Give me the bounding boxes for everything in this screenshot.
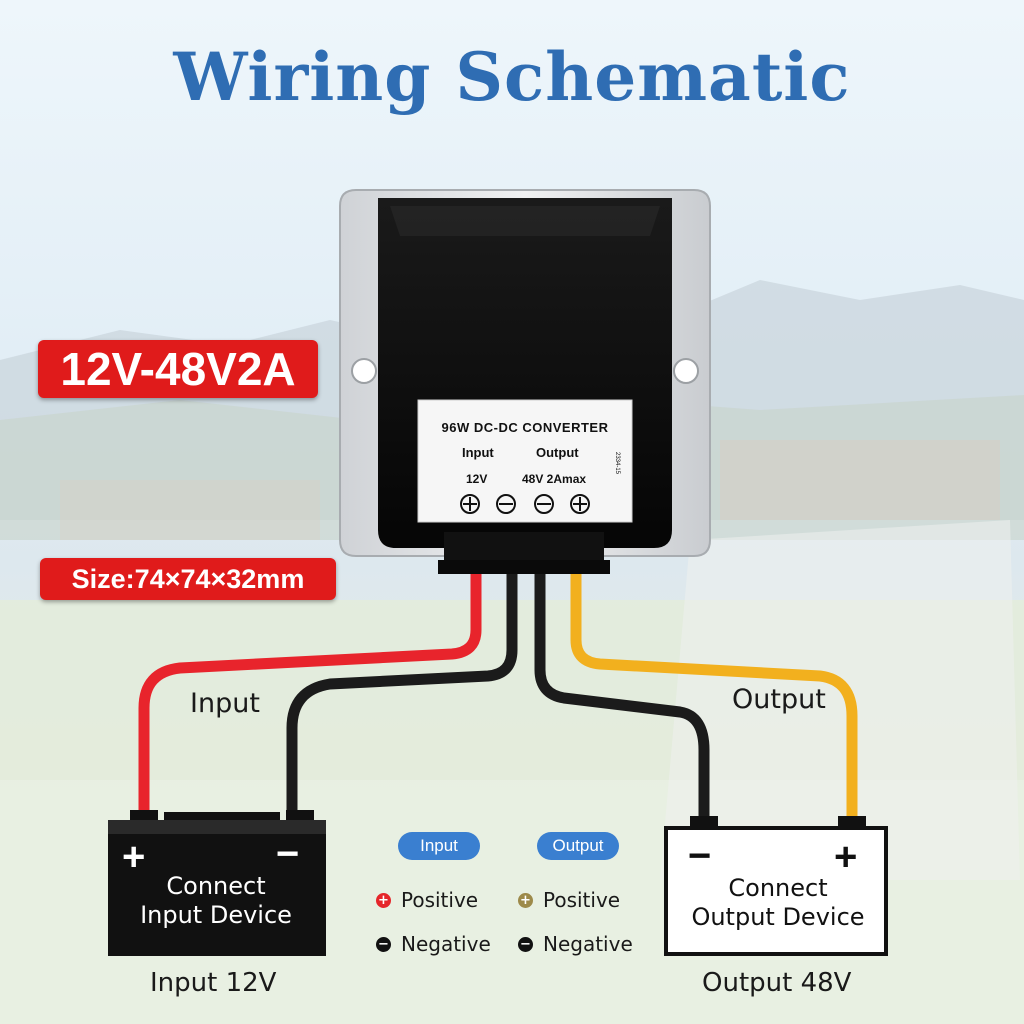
legend-input-positive-text: Positive xyxy=(401,888,479,912)
plus-circle-icon: + xyxy=(518,892,533,908)
wires xyxy=(138,566,858,828)
plus-circle-icon xyxy=(460,494,480,514)
output-caption: Output 48V xyxy=(702,968,852,998)
size-badge: Size:74×74×32mm xyxy=(40,558,336,600)
converter-input-label: Input xyxy=(462,445,494,460)
input-battery-shape xyxy=(108,810,326,956)
legend-output-negative-text: Negative xyxy=(543,932,633,956)
wire-output-positive xyxy=(570,566,858,828)
wire-input-negative xyxy=(286,566,518,821)
input-battery-label: Connect Input Device xyxy=(116,872,316,930)
output-battery-shape xyxy=(664,816,888,956)
input-battery-plus: + xyxy=(122,835,146,879)
legend-input-negative-text: Negative xyxy=(401,932,491,956)
legend-input-positive: + Positive xyxy=(376,888,478,912)
page-title: Wiring Schematic xyxy=(173,38,851,116)
converter-title: 96W DC-DC CONVERTER xyxy=(441,420,609,435)
input-battery-minus: − xyxy=(276,832,300,876)
minus-circle-icon: − xyxy=(518,936,533,952)
legend-input-negative: − Negative xyxy=(376,932,491,956)
plus-circle-icon: + xyxy=(376,892,391,908)
dc-converter xyxy=(339,189,711,574)
converter-input-voltage: 12V xyxy=(466,472,488,486)
spec-badge: 12V-48V2A xyxy=(38,340,318,398)
minus-circle-icon: − xyxy=(376,936,391,952)
input-battery-line2: Input Device xyxy=(140,901,292,929)
wire-label-output: Output xyxy=(732,684,826,715)
output-battery-line2: Output Device xyxy=(691,903,865,931)
wire-label-input: Input xyxy=(190,688,260,719)
minus-circle-icon xyxy=(496,494,516,514)
input-battery-line1: Connect xyxy=(166,872,266,900)
output-battery-label: Connect Output Device xyxy=(668,874,888,932)
minus-circle-icon xyxy=(534,494,554,514)
plus-circle-icon xyxy=(570,494,590,514)
legend-output-positive-text: Positive xyxy=(543,888,621,912)
legend-input-pill: Input xyxy=(398,832,480,860)
converter-output-label: Output xyxy=(536,445,579,460)
input-caption: Input 12V xyxy=(150,968,277,998)
legend-output-negative: − Negative xyxy=(518,932,633,956)
wire-output-negative xyxy=(534,566,710,828)
wire-input-positive xyxy=(138,566,482,821)
converter-output-rating: 48V 2Amax xyxy=(522,472,587,486)
legend-output-pill: Output xyxy=(537,832,619,860)
label-symbols xyxy=(460,494,590,514)
output-battery-minus: − xyxy=(688,834,712,878)
output-battery-plus: + xyxy=(834,835,858,879)
legend-output-positive: + Positive xyxy=(518,888,620,912)
output-battery-line1: Connect xyxy=(728,874,828,902)
mount-hole-left xyxy=(351,358,377,384)
converter-code: 2334-15 xyxy=(614,452,620,475)
mount-hole-right xyxy=(673,358,699,384)
converter-label: 96W DC-DC CONVERTER Input Output 12V 48V… xyxy=(418,400,632,522)
